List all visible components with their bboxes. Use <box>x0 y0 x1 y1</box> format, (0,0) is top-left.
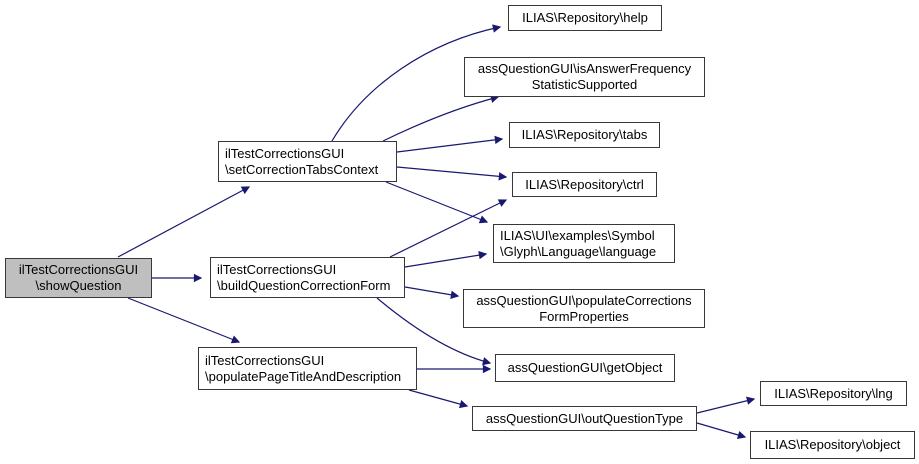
node-label-line: assQuestionGUI\populateCorrections <box>476 292 692 308</box>
node-label-line: assQuestionGUI\isAnswerFrequency <box>477 61 692 76</box>
node-language[interactable]: ILIAS\UI\examples\Symbol \Glyph\Language… <box>493 224 675 263</box>
node-isAnswerFrequencyStatisticSupported[interactable]: assQuestionGUI\isAnswerFrequency Statist… <box>464 57 705 97</box>
node-label-line: ILIAS\Repository\tabs <box>521 127 648 142</box>
node-outQuestionType[interactable]: assQuestionGUI\outQuestionType <box>472 406 697 431</box>
node-label-line: \Glyph\Language\language <box>500 243 657 259</box>
node-label-line: \buildQuestionCorrectionForm <box>217 277 391 293</box>
edge-outQuestionType-object <box>696 422 747 440</box>
node-label-line: ilTestCorrectionsGUI <box>18 262 139 277</box>
node-lng[interactable]: ILIAS\Repository\lng <box>760 381 907 406</box>
node-ctrl[interactable]: ILIAS\Repository\ctrl <box>512 172 657 197</box>
edge-showQuestion-populatePageTitleAndDescription <box>127 297 241 344</box>
node-showQuestion: ilTestCorrectionsGUI \showQuestion <box>5 258 152 298</box>
node-populateCorrectionsFormProperties[interactable]: assQuestionGUI\populateCorrections FormP… <box>463 289 705 328</box>
node-tabs[interactable]: ILIAS\Repository\tabs <box>509 122 660 148</box>
edge-setCorrectionTabsContext-ctrl <box>396 166 508 181</box>
node-label-line: ILIAS\Repository\ctrl <box>525 176 644 192</box>
node-label-line: FormProperties <box>539 308 629 324</box>
node-label-line: ILIAS\UI\examples\Symbol <box>500 227 655 243</box>
node-label-line: \showQuestion <box>35 278 122 293</box>
node-label-line: ilTestCorrectionsGUI <box>225 145 345 161</box>
node-getObject[interactable]: assQuestionGUI\getObject <box>495 354 675 382</box>
node-buildQuestionCorrectionForm[interactable]: ilTestCorrectionsGUI \buildQuestionCorre… <box>210 257 405 298</box>
edge-showQuestion-setCorrectionTabsContext <box>117 186 251 258</box>
edge-buildQuestionCorrectionForm-populateCorrectionsFormProperties <box>404 286 460 299</box>
edge-populatePageTitleAndDescription-outQuestionType <box>408 389 469 409</box>
edge-outQuestionType-lng <box>696 396 756 414</box>
edge-buildQuestionCorrectionForm-language <box>404 250 488 268</box>
edge-buildQuestionCorrectionForm-ctrl <box>389 199 508 258</box>
node-label-line: \populatePageTitleAndDescription <box>205 368 402 384</box>
node-setCorrectionTabsContext[interactable]: ilTestCorrectionsGUI \setCorrectionTabsC… <box>218 141 397 182</box>
node-label-line: StatisticSupported <box>531 77 638 92</box>
node-populatePageTitleAndDescription[interactable]: ilTestCorrectionsGUI \populatePageTitleA… <box>198 347 417 390</box>
node-label-line: ILIAS\Repository\object <box>764 437 901 452</box>
node-label-line: ILIAS\Repository\lng <box>774 385 893 401</box>
node-label-line: ilTestCorrectionsGUI <box>205 352 325 368</box>
node-label-line: assQuestionGUI\outQuestionType <box>485 410 684 426</box>
node-label-line: \setCorrectionTabsContext <box>225 161 379 177</box>
edge-setCorrectionTabsContext-tabs <box>396 135 504 153</box>
node-label-line: ILIAS\Repository\help <box>522 10 648 25</box>
edge-setCorrectionTabsContext-isAnswerFrequencyStatisticSupported <box>382 94 500 142</box>
node-object[interactable]: ILIAS\Repository\object <box>750 431 915 459</box>
node-label-line: ilTestCorrectionsGUI <box>217 261 337 277</box>
node-label-line: assQuestionGUI\getObject <box>507 360 663 375</box>
node-help[interactable]: ILIAS\Repository\help <box>508 5 662 31</box>
edge-setCorrectionTabsContext-language <box>385 181 489 224</box>
